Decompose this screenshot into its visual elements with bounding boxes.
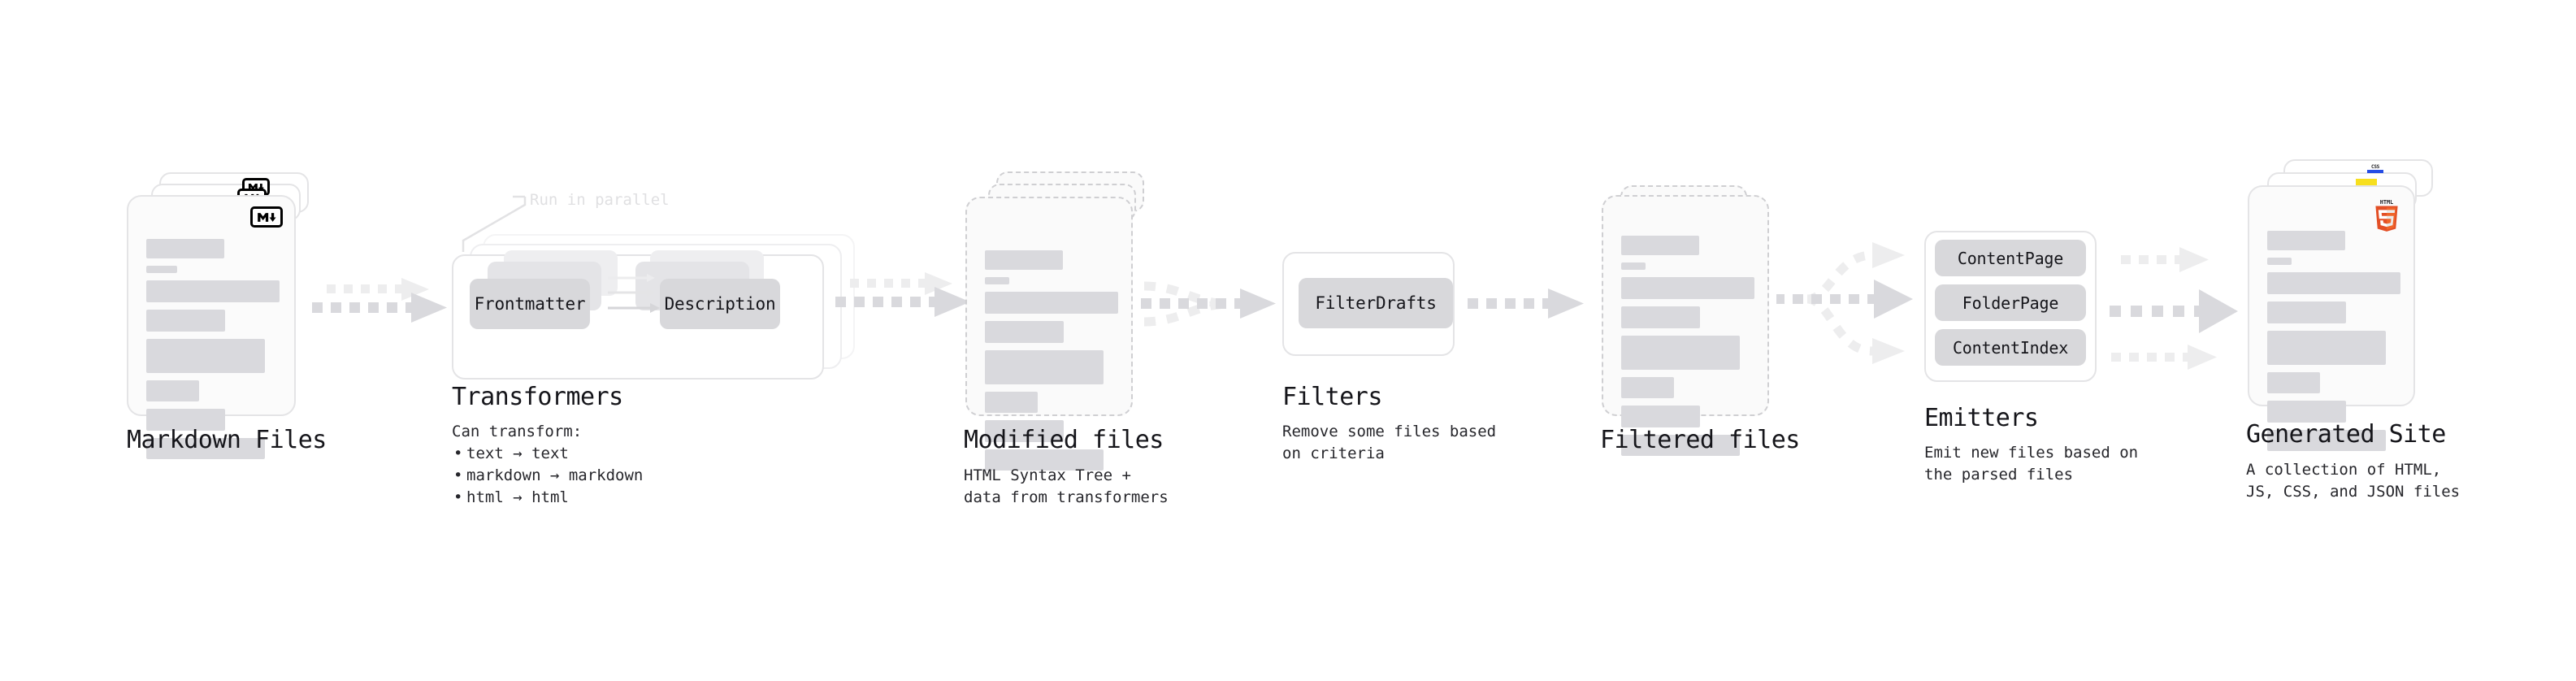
doc-line (1621, 336, 1740, 370)
markdown-icon (250, 206, 283, 228)
transformers-caption-item: text → text (453, 443, 643, 465)
doc-line (146, 380, 199, 401)
emitter-chip-contentpage[interactable]: ContentPage (1935, 240, 2086, 276)
doc-line (985, 277, 1009, 284)
arrow-filters-to-filtered (1468, 288, 1589, 323)
doc-line (985, 250, 1063, 270)
doc-line (146, 409, 225, 431)
arrow-modified-to-filters (1141, 268, 1287, 341)
emitter-chip-folderpage[interactable]: FolderPage (1935, 284, 2086, 321)
markdown-file-content-lines (146, 239, 280, 459)
doc-line (985, 392, 1038, 413)
stage-title-transformers: Transformers (452, 383, 623, 411)
modified-files-caption: HTML Syntax Tree + data from transformer… (964, 466, 1169, 506)
stage-title-modified-files: Modified files (964, 426, 1164, 454)
filters-caption: Remove some files based on criteria (1282, 423, 1497, 462)
transformers-caption-head: Can transform: (452, 423, 583, 440)
doc-line (2267, 258, 2292, 265)
arrow-transformers-to-modified (830, 271, 977, 336)
css-bar (2367, 170, 2383, 173)
doc-line (2267, 331, 2386, 365)
generated-site-content-lines (2267, 231, 2400, 451)
doc-line (1621, 435, 1740, 456)
transformer-chip-frontmatter[interactable]: Frontmatter (470, 279, 590, 329)
doc-line (2267, 372, 2320, 393)
filtered-file-content-lines (1621, 236, 1754, 456)
doc-line (2267, 301, 2346, 323)
doc-line (1621, 236, 1699, 255)
doc-line (146, 438, 265, 459)
doc-line (1621, 262, 1646, 270)
doc-line (1621, 377, 1674, 398)
doc-line (985, 292, 1118, 314)
doc-line (1621, 277, 1754, 299)
emitter-chip-contentindex[interactable]: ContentIndex (1935, 329, 2086, 366)
transformer-chip-description[interactable]: Description (660, 279, 780, 329)
html5-icon: HTML (2373, 198, 2400, 232)
doc-line (1621, 406, 1700, 427)
emitters-caption: Emit new files based on the parsed files (1924, 444, 2139, 484)
css-wordmark: CSS (2371, 164, 2379, 170)
parallel-bracket-icon (462, 195, 551, 254)
arrow-emitters-to-site (2110, 234, 2264, 380)
transformers-caption-item: html → html (453, 487, 643, 509)
doc-line (146, 310, 225, 332)
transformer-inner-arrows (608, 273, 689, 330)
doc-line (2267, 430, 2386, 451)
doc-line (146, 339, 265, 373)
svg-text:HTML: HTML (2380, 199, 2393, 206)
modified-file-content-lines (985, 250, 1118, 471)
doc-line (146, 280, 280, 302)
doc-line (2267, 401, 2346, 423)
doc-line (985, 350, 1104, 384)
doc-line (146, 239, 224, 258)
stage-title-emitters: Emitters (1924, 404, 2039, 432)
doc-line (146, 266, 177, 273)
transformers-caption: Can transform: text → text markdown → ma… (452, 421, 643, 509)
modified-file-card (965, 197, 1133, 471)
generated-site-caption: A collection of HTML, JS, CSS, and JSON … (2246, 461, 2461, 501)
stage-title-markdown-files: Markdown Files (127, 426, 327, 454)
filter-chip-filterdrafts[interactable]: FilterDrafts (1299, 278, 1453, 328)
arrow-filtered-to-emitters (1776, 236, 1947, 374)
doc-line (985, 449, 1104, 471)
doc-line (985, 321, 1064, 343)
markdown-file-card (127, 195, 296, 459)
doc-line (985, 420, 1064, 442)
transformers-caption-list: text → text markdown → markdown html → h… (452, 443, 643, 509)
stage-title-generated-site: Generated Site (2246, 420, 2446, 449)
filtered-file-card (1602, 195, 1769, 456)
stage-title-filtered-files: Filtered files (1600, 426, 1800, 454)
arrow-markdown-to-transformers (307, 276, 453, 341)
generated-site-card: HTML (2248, 185, 2415, 451)
css-icon: CSS (2367, 163, 2383, 173)
run-in-parallel-label: Run in parallel (530, 191, 670, 209)
stage-title-filters: Filters (1282, 383, 1382, 411)
transformers-caption-item: markdown → markdown (453, 465, 643, 487)
doc-line (2267, 231, 2345, 250)
doc-line (1621, 306, 1700, 328)
doc-line (2267, 272, 2400, 294)
